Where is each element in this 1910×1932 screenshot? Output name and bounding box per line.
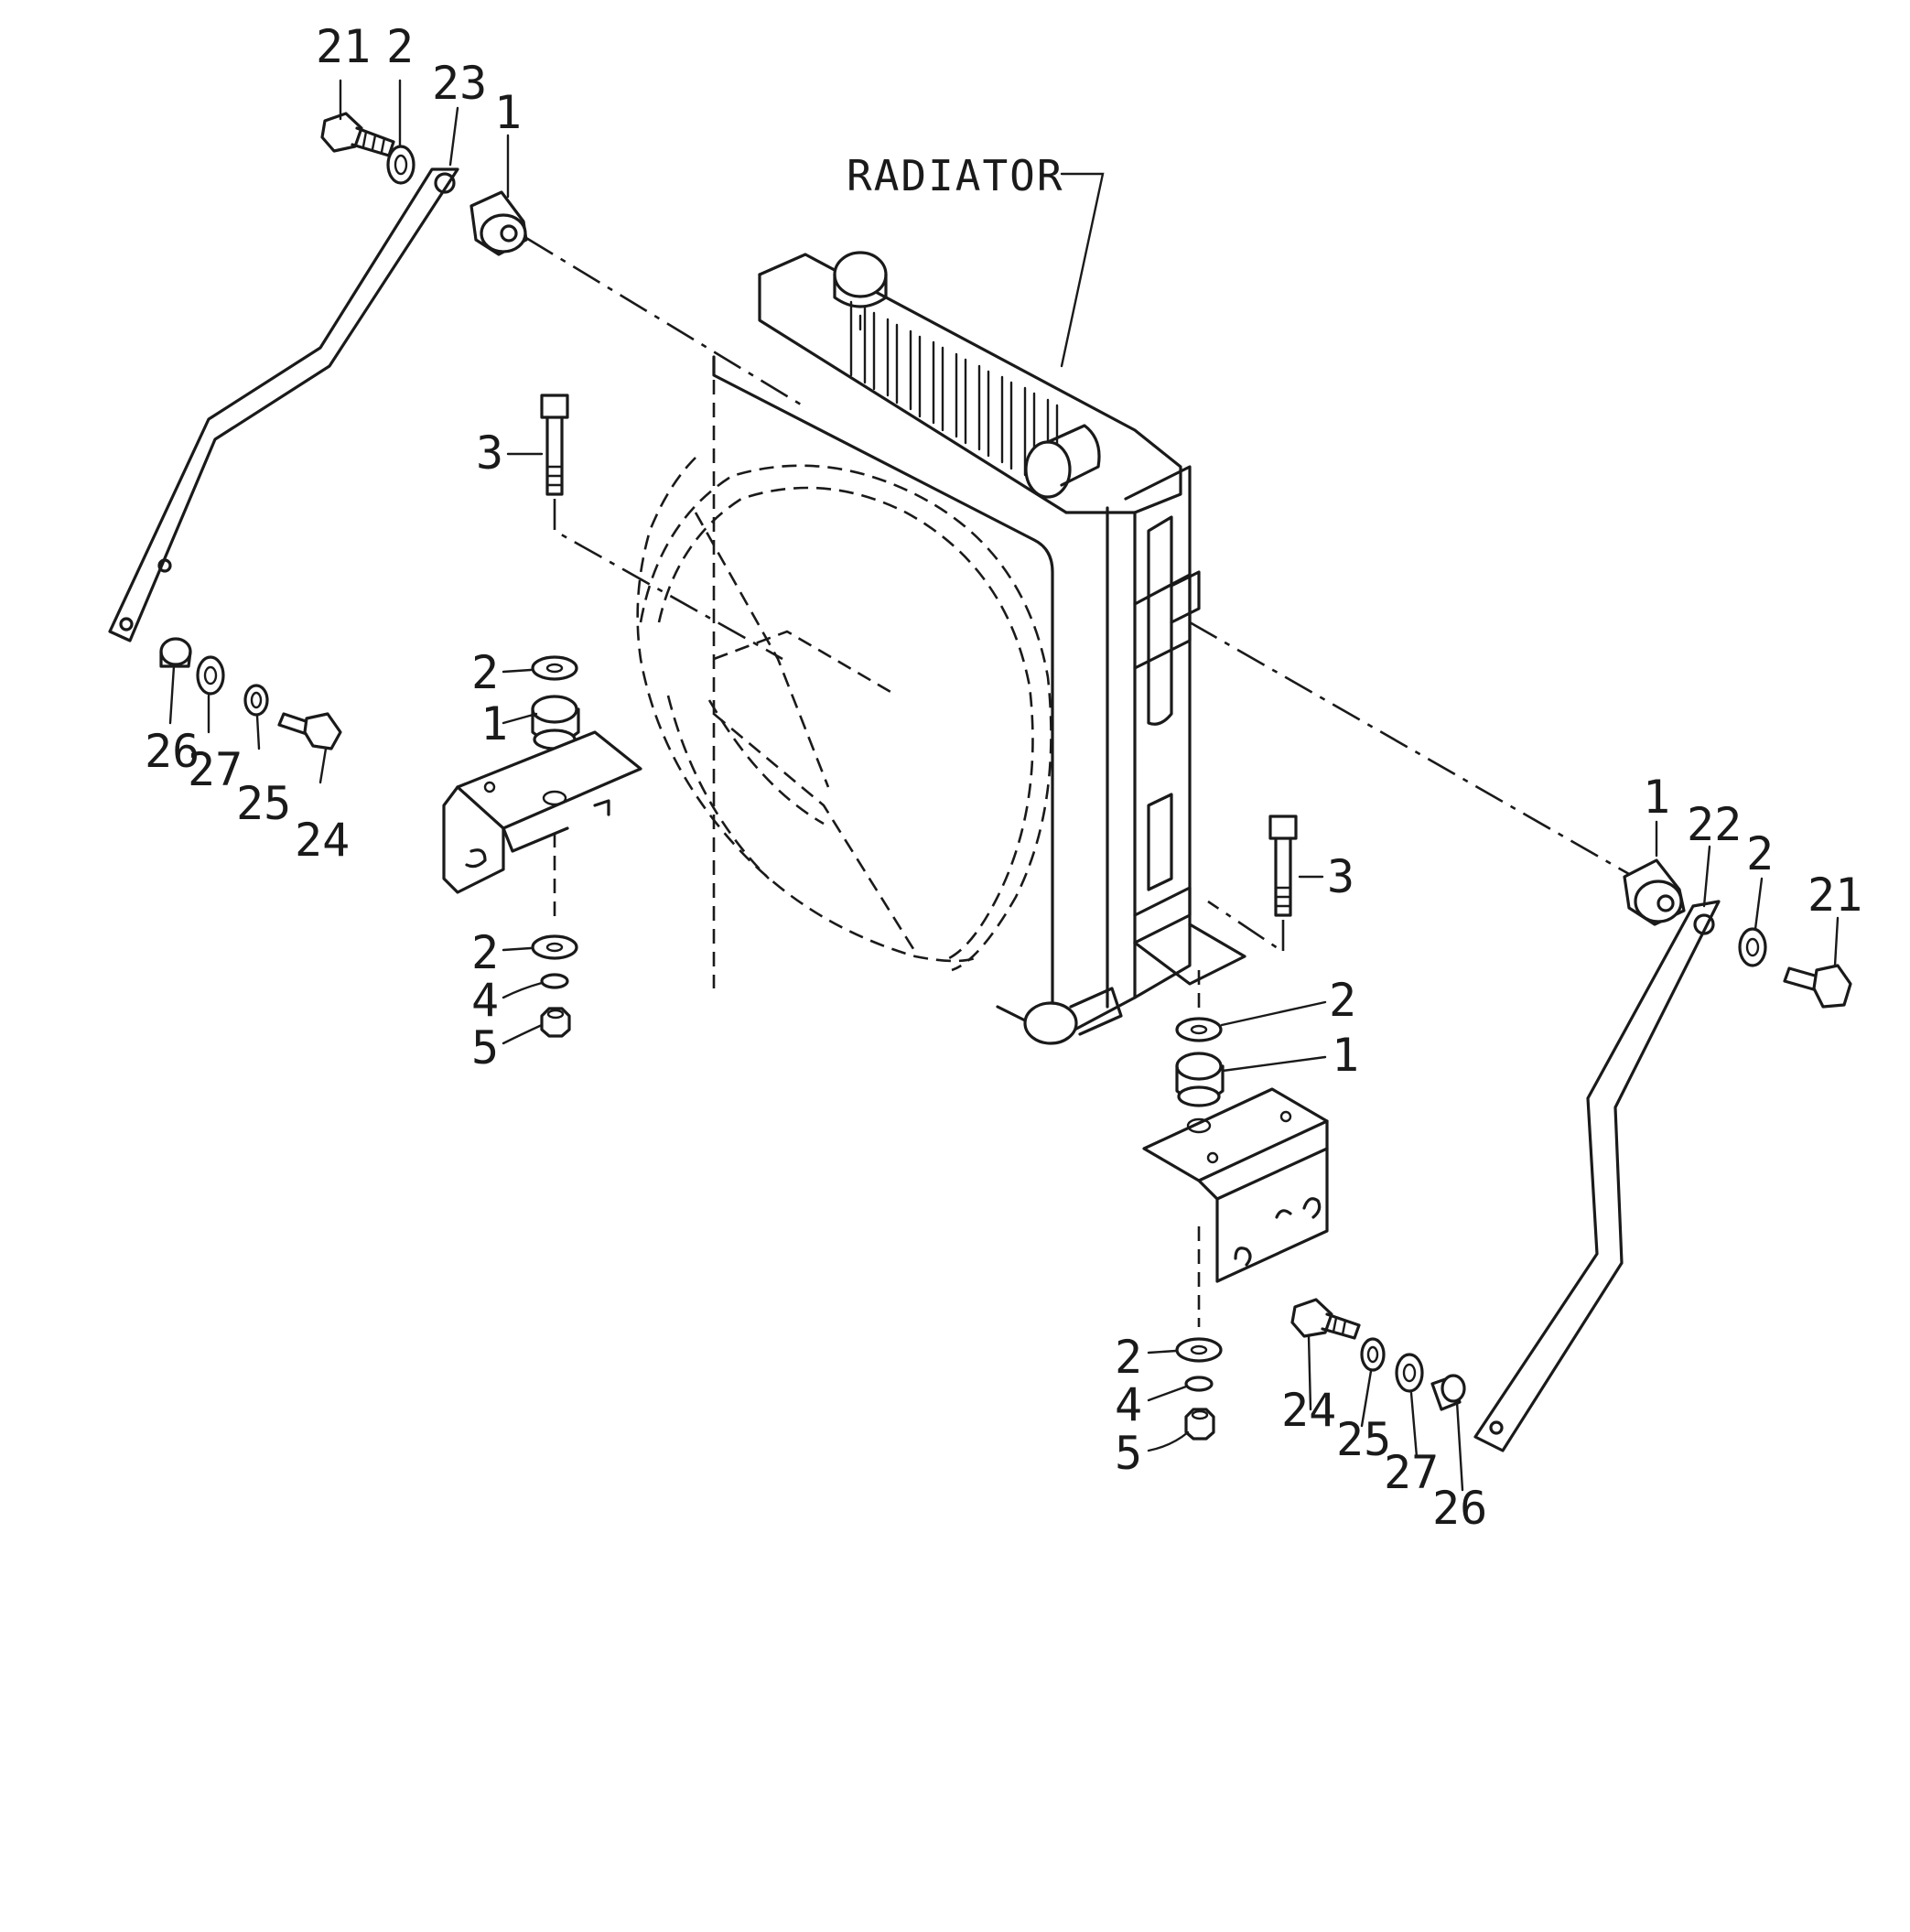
washer-2-right-lower: [1175, 1337, 1223, 1363]
callout-22: 22: [1687, 798, 1742, 851]
washer-2-top-left: [386, 145, 415, 185]
callout-4-right: 4: [1115, 1378, 1142, 1431]
callout-5-left: 5: [471, 1021, 499, 1074]
callout-25-left: 25: [236, 777, 291, 830]
washer-2-left-upper: [531, 655, 578, 681]
callout-2-top-left: 2: [386, 20, 414, 73]
callout-23: 23: [432, 57, 487, 110]
nut-5-left: [540, 1007, 571, 1038]
callout-27-right: 27: [1384, 1446, 1439, 1499]
callout-2-right-lower: 2: [1115, 1331, 1142, 1384]
mount-bracket-left: [442, 730, 642, 894]
callout-26-left: 26: [145, 725, 200, 778]
callout-2-left-lower: 2: [471, 926, 499, 979]
collar-26-right: [1430, 1374, 1466, 1411]
assembly-line-left-bolt: [553, 499, 783, 661]
callout-3-left: 3: [476, 426, 503, 480]
callout-2-left-upper: 2: [471, 646, 499, 699]
assembly-line-right-bolt: [1207, 900, 1285, 955]
callout-3-right: 3: [1327, 850, 1354, 903]
callout-1-top-left: 1: [494, 86, 522, 139]
callout-1-right: 1: [1643, 771, 1670, 824]
callout-21-right: 21: [1807, 869, 1862, 922]
callout-21-top-left: 21: [316, 20, 371, 73]
callout-2-right-upper: 2: [1329, 974, 1356, 1027]
callout-24-right: 24: [1281, 1384, 1336, 1437]
radiator-title-label: RADIATOR: [847, 151, 1064, 200]
lockwasher-4-left: [540, 973, 569, 989]
washer-25-right: [1360, 1337, 1386, 1372]
lockwasher-4-right: [1184, 1376, 1214, 1392]
washer-2-right-upper: [1175, 1017, 1223, 1042]
callout-24-left: 24: [295, 814, 350, 867]
callout-5-right: 5: [1115, 1427, 1142, 1480]
nut-5-right: [1184, 1408, 1215, 1441]
mount-bracket-right: [1142, 1087, 1329, 1283]
washer-25-left: [243, 684, 269, 717]
collar-26-left: [159, 637, 192, 668]
bolt-3-left: [540, 394, 569, 496]
stay-bar-22: [1473, 900, 1721, 1452]
bolt-21-top-left: [320, 112, 395, 157]
bolt-24-left: [277, 712, 342, 750]
callout-27-left: 27: [188, 743, 243, 796]
radiator-lower-tab: [1133, 886, 1246, 1016]
rubber-mount-1-left: [531, 695, 580, 750]
rubber-mount-1-right-lower: [1175, 1052, 1225, 1107]
radiator-core: [636, 172, 1201, 1045]
washer-2-left-lower: [531, 934, 578, 960]
callout-1-left: 1: [480, 697, 508, 750]
upper-hose-pipe: [1024, 424, 1101, 499]
callout-4-left: 4: [471, 974, 499, 1027]
callout-1-right-lower: 1: [1332, 1029, 1359, 1082]
radiator-fins: [849, 300, 1059, 496]
callout-26-right: 26: [1432, 1482, 1487, 1535]
left-mount-stack: [442, 655, 642, 1038]
bolt-3-right: [1268, 815, 1298, 917]
washer-27-right: [1395, 1353, 1424, 1393]
lower-hose-pipe: [1023, 987, 1123, 1045]
assembly-line-right: [1189, 621, 1630, 876]
callout-2-right: 2: [1746, 827, 1774, 880]
bolt-21-right: [1783, 964, 1852, 1009]
radiator-leader-line: [1060, 172, 1105, 368]
callout-leaders: [168, 79, 1840, 1492]
washer-2-right: [1738, 927, 1767, 967]
right-mount-stack: [1142, 1017, 1329, 1441]
stay-bar-23: [108, 167, 459, 642]
fan-shroud: [636, 457, 1052, 972]
rubber-mount-1-right: [1623, 858, 1686, 926]
filler-cap: [833, 251, 888, 331]
washer-27-left: [196, 655, 225, 696]
rubber-mount-1-top-left: [469, 190, 528, 256]
bolt-24-right: [1290, 1298, 1361, 1340]
callout-25-right: 25: [1336, 1413, 1391, 1466]
